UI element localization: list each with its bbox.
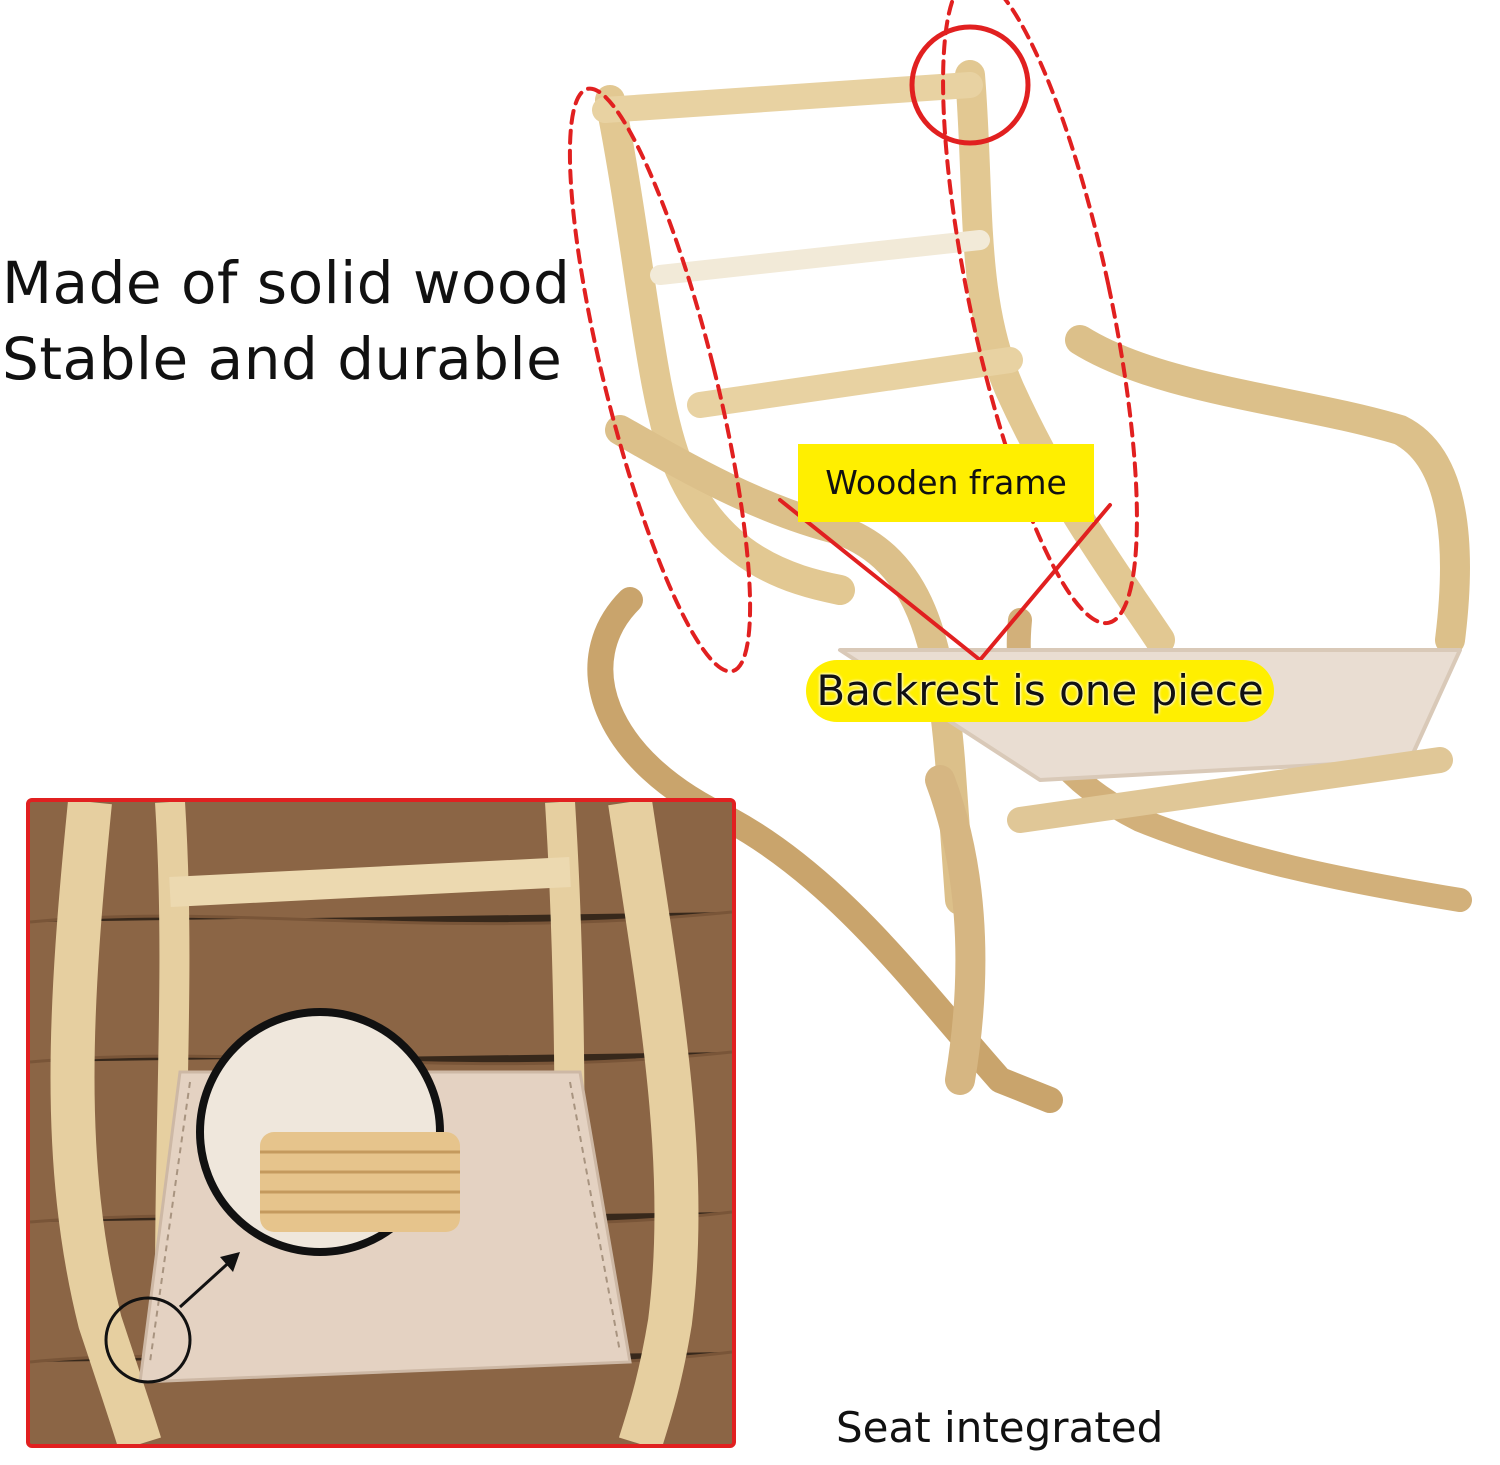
wooden-frame-label: Wooden frame	[798, 444, 1094, 522]
seat-detail-inset	[26, 798, 736, 1448]
seat-integrated-label: Seat integrated	[836, 1403, 1164, 1452]
backrest-label: Backrest is one piece	[806, 660, 1274, 722]
headline-line-1: Made of solid wood	[2, 249, 571, 317]
backrest-right-rail	[955, 60, 1175, 655]
dashed-ellipse-left	[567, 86, 753, 674]
top-joint-circle	[909, 24, 1031, 146]
headline-line-2: Stable and durable	[2, 325, 563, 393]
right-armrest	[1065, 325, 1470, 655]
base-crossbar	[1007, 747, 1453, 833]
headline: Made of solid wood Stable and durable	[2, 245, 570, 397]
front-leg	[925, 765, 986, 1095]
slat-2	[650, 230, 990, 285]
top-slat	[592, 72, 983, 123]
rocking-chair-illustration	[567, 0, 1472, 1113]
slat-3	[687, 347, 1023, 418]
seat-detail-illustration	[30, 802, 732, 1444]
dashed-ellipse-right	[941, 0, 1139, 626]
